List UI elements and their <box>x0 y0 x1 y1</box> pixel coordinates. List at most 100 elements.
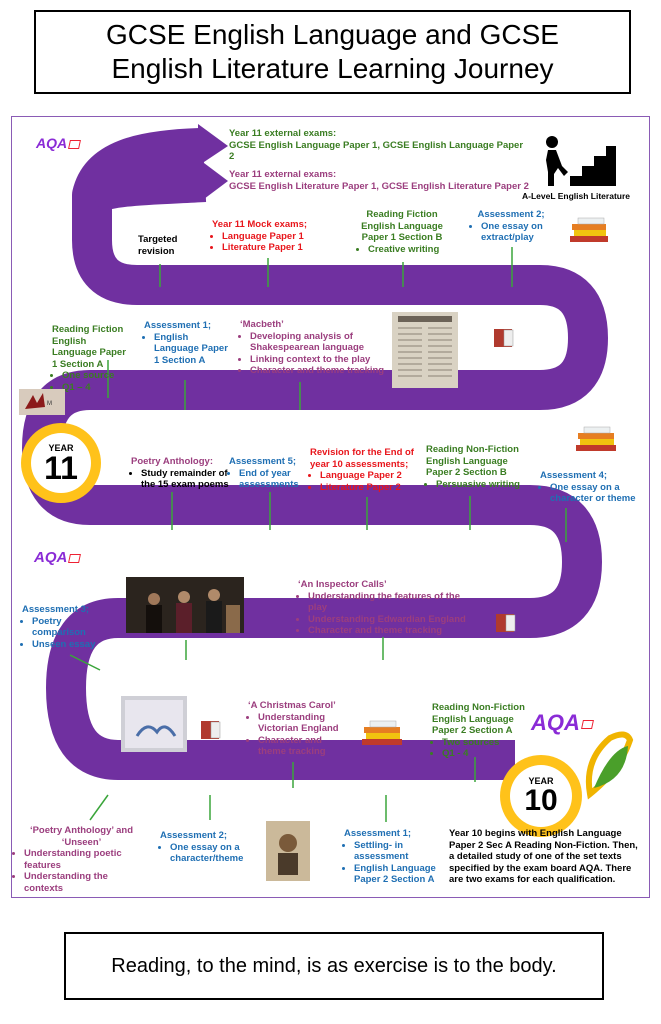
mock-exams-title: Year 11 Mock exams; <box>212 219 308 230</box>
list-item: Q1 - 4 <box>442 748 528 760</box>
poetry-anthology-cover <box>121 696 187 752</box>
reading-nonfiction-b: Reading Non-Fiction English Language Pap… <box>426 444 530 490</box>
reading-fiction-b-title: Reading Fiction English Language Paper 1… <box>361 209 443 243</box>
assessment-1-y11-title: Assessment 1; <box>144 320 212 331</box>
reading-nonfiction-a: Reading Non-Fiction English Language Pap… <box>432 702 528 760</box>
assessment-3-title: Assessment 3; <box>22 604 90 615</box>
list-item: Linking context to the play <box>250 354 390 366</box>
title-line-1: GCSE English Language and GCSE <box>106 19 559 50</box>
assessment-1-y10-title: Assessment 1; <box>344 828 412 839</box>
year-number: 10 <box>524 783 558 817</box>
reading-fiction-a-title: Reading Fiction English Language Paper 1… <box>52 324 126 370</box>
aqa-logo: AQA <box>531 710 594 736</box>
inspector-calls-image <box>126 577 244 633</box>
exams-language-title: Year 11 external exams: <box>229 128 337 139</box>
list-item: Q1 – 4 <box>62 382 132 394</box>
list-item: Settling- in assessment <box>354 840 444 863</box>
list-item: Character and theme tracking <box>258 735 348 758</box>
poetry-anthology-y11-title: Poetry Anthology: <box>131 456 213 467</box>
list-item: One essay on extract/play <box>481 221 551 244</box>
assessment-1-y11: Assessment 1; English Language Paper 1 S… <box>144 320 228 366</box>
poetry-anthology-y11: Poetry Anthology: Study remainder of the… <box>131 456 233 491</box>
macbeth: ‘Macbeth’ Developing analysis of Shakesp… <box>240 319 390 377</box>
year-11-badge: YEAR 11 <box>21 423 101 503</box>
book-icon <box>494 329 514 347</box>
year-10-badge: YEAR 10 <box>500 755 582 837</box>
macbeth-title: ‘Macbeth’ <box>240 319 284 330</box>
exams-literature: Year 11 external exams: GCSE English Lit… <box>229 169 529 192</box>
christmas-carol-title: ‘A Christmas Carol’ <box>248 700 336 711</box>
list-item: Understanding the features of the play <box>308 591 478 614</box>
list-item: Two sources <box>442 737 528 749</box>
list-item: English Language Paper 1 Section A <box>154 332 228 367</box>
assessment-2-y10-title: Assessment 2; <box>160 830 228 841</box>
list-item: Character and theme tracking <box>308 625 478 637</box>
christmas-carol-cover <box>266 821 310 881</box>
assessment-2-y11-title: Assessment 2; <box>477 209 545 220</box>
list-item: Poetry comparison <box>32 616 98 639</box>
list-item: One essay on a character or theme <box>550 482 636 505</box>
assessment-3: Assessment 3; Poetry comparisonUnseen es… <box>22 604 98 650</box>
list-item: Persuasive writing <box>436 479 530 491</box>
svg-text:M: M <box>47 401 52 407</box>
assessment-4: Assessment 4; One essay on a character o… <box>540 470 636 505</box>
title-box: GCSE English Language and GCSE English L… <box>34 10 631 94</box>
books-pile-icon <box>576 426 616 451</box>
leaf-logo-icon <box>585 731 634 800</box>
revision-end-y10: Revision for the End of year 10 assessme… <box>310 447 422 493</box>
reading-nonfiction-b-title: Reading Non-Fiction English Language Pap… <box>426 444 519 478</box>
book-icon <box>201 721 221 739</box>
stairs-climber-icon <box>546 136 616 186</box>
poetry-anthology-unseen: ‘Poetry Anthology’ and ‘Unseen’ Understa… <box>14 825 149 894</box>
reading-nonfiction-a-title: Reading Non-Fiction English Language Pap… <box>432 702 525 736</box>
list-item: Unseen essay <box>32 639 98 651</box>
mock-exams: Year 11 Mock exams; Language Paper 1Lite… <box>212 219 332 254</box>
revision-end-y10-title: Revision for the End of year 10 assessme… <box>310 447 414 470</box>
alevel-label: A-LeveL English Literature <box>522 191 631 201</box>
macbeth-folio-image <box>392 312 458 388</box>
christmas-carol: ‘A Christmas Carol’ Understanding Victor… <box>248 700 348 758</box>
year-10-intro: Year 10 begins with English Language Pap… <box>449 828 638 885</box>
year-number: 11 <box>44 449 78 486</box>
title-line-2: English Literature Learning Journey <box>111 53 554 84</box>
inspector-calls: ‘An Inspector Calls’ Understanding the f… <box>298 579 478 637</box>
year-word: YEAR <box>528 775 554 786</box>
list-item: English Language Paper 2 Section A <box>354 863 444 886</box>
list-item: Study remainder of the 15 exam poems <box>141 468 233 491</box>
list-item: Developing analysis of Shakespearean lan… <box>250 331 390 354</box>
list-item: Understanding Edwardian England <box>308 614 478 626</box>
list-item: Language Paper 2 <box>320 470 422 482</box>
reading-fiction-b: Reading Fiction English Language Paper 1… <box>358 209 446 255</box>
assessment-1-y10: Assessment 1; Settling- in assessmentEng… <box>344 828 444 886</box>
list-item: Literature Paper 2 <box>320 482 422 494</box>
list-item: Language Paper 1 <box>222 231 332 243</box>
list-item: One source <box>62 370 132 382</box>
list-item: Understanding the contexts <box>24 871 149 894</box>
book-icon <box>496 614 516 632</box>
assessment-4-title: Assessment 4; <box>540 470 608 481</box>
assessment-5-title: Assessment 5; <box>229 456 297 467</box>
aqa-logo: AQA <box>36 135 82 151</box>
list-item: Character and theme tracking <box>250 365 390 377</box>
year-word: YEAR <box>48 442 74 453</box>
poetry-anthology-unseen-title: ‘Poetry Anthology’ and ‘Unseen’ <box>29 825 134 848</box>
books-pile-icon <box>362 720 402 745</box>
exams-literature-title: Year 11 external exams: <box>229 169 337 180</box>
exams-language-body: GCSE English Language Paper 1, GCSE Engl… <box>229 139 524 163</box>
reading-fiction-a: Reading Fiction English Language Paper 1… <box>52 324 132 393</box>
quote-text: Reading, to the mind, is as exercise is … <box>111 954 557 977</box>
list-item: Literature Paper 1 <box>222 242 332 254</box>
list-item: One essay on a character/theme <box>170 842 256 865</box>
targeted-revision: Targeted revision <box>138 234 178 257</box>
assessment-2-y10: Assessment 2; One essay on a character/t… <box>160 830 256 865</box>
list-item: End of year assessments <box>239 468 309 491</box>
list-item: Understanding Victorian England <box>258 712 348 735</box>
assessment-5: Assessment 5; End of year assessments <box>229 456 309 491</box>
assessment-2-y11: Assessment 2; One essay on extract/play <box>471 209 551 244</box>
macbeth-hand-image: M <box>19 389 65 415</box>
journey-frame <box>11 116 650 898</box>
aqa-logo: AQA <box>34 549 82 566</box>
books-pile-icon <box>570 217 608 242</box>
exams-literature-body: GCSE English Literature Paper 1, GCSE En… <box>229 180 529 192</box>
exams-language: Year 11 external exams: GCSE English Lan… <box>229 128 529 163</box>
